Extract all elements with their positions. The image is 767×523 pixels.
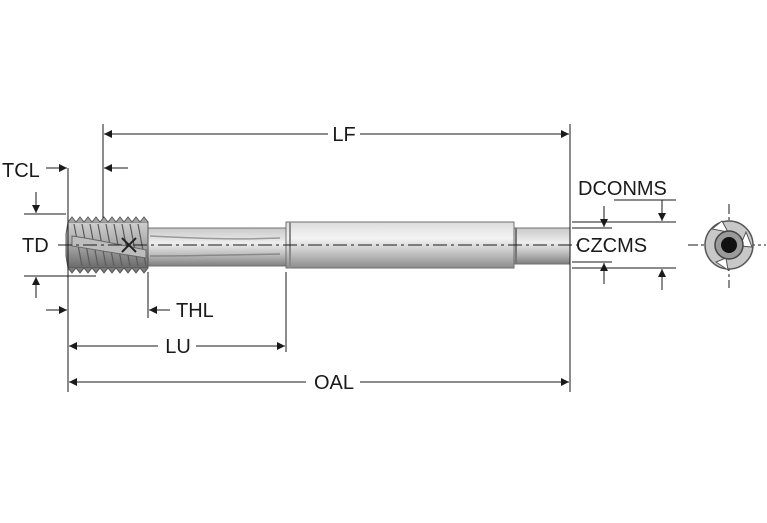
end-view-core — [721, 237, 737, 253]
thread-crests-top — [67, 216, 149, 223]
end-view-flute-1 — [710, 220, 729, 233]
label-td: TD — [22, 235, 49, 257]
label-thl: THL — [176, 300, 214, 322]
label-lu: LU — [165, 336, 191, 358]
end-view-flute-3 — [714, 257, 729, 272]
thread-crests-bottom — [67, 267, 149, 274]
label-dconms: DCONMS — [578, 178, 667, 200]
dimension-lines — [24, 124, 676, 392]
flute-cut — [71, 235, 147, 259]
tool-square-drive — [513, 227, 571, 265]
label-lf: LF — [332, 124, 355, 146]
label-tcl: TCL — [2, 160, 40, 182]
tool-neck — [147, 227, 287, 267]
label-czcms: CZCMS — [576, 235, 647, 257]
flute-groove — [149, 253, 281, 257]
tap-tool — [65, 216, 571, 274]
label-oal: OAL — [314, 372, 354, 394]
tool-end-view — [688, 204, 766, 288]
flute-groove — [149, 235, 281, 240]
